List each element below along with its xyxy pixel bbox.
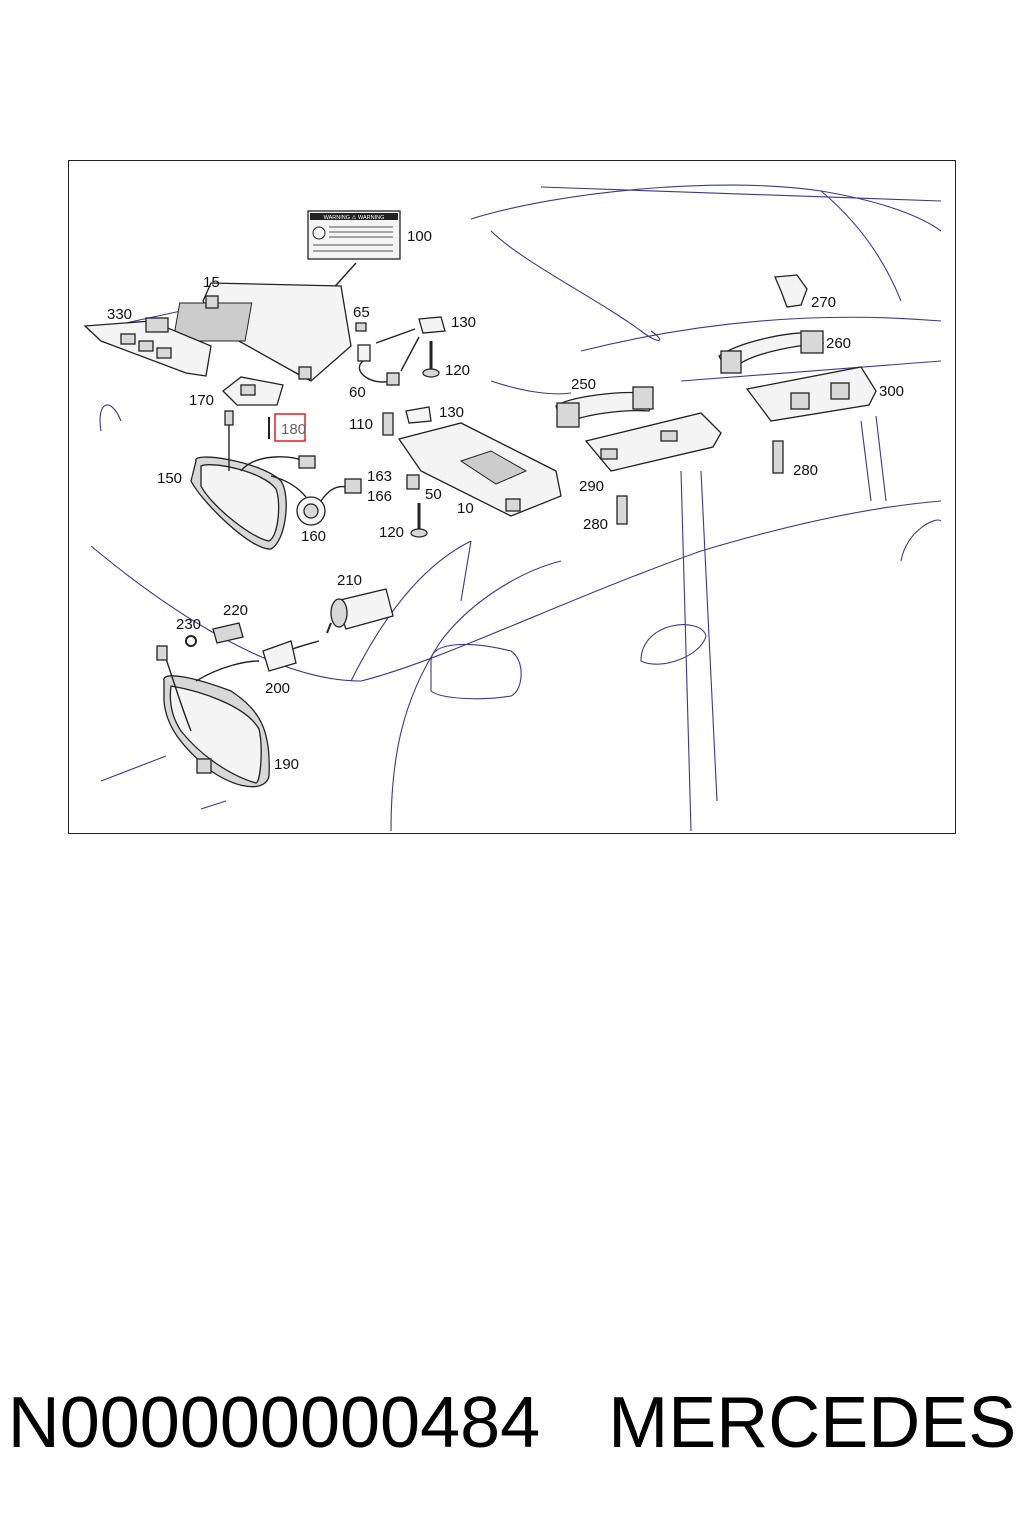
callout-180: 180 [281,421,306,438]
part-160-sensor [270,475,362,526]
callout-120a: 120 [445,362,470,379]
callout-260: 260 [826,335,851,352]
part-290-handle-bracket [584,412,722,472]
callout-250: 250 [571,376,596,393]
callout-200: 200 [265,680,290,697]
part-190-rearview-mirror [156,645,270,788]
callout-220: 220 [223,602,248,619]
callout-210: 210 [337,572,362,589]
part-270-clip [774,274,808,308]
parts-diagram-frame: WARNING ⚠ WARNING [68,160,956,834]
callout-230: 230 [176,616,201,633]
part-260-grab-handle [718,330,825,374]
part-15-sun-visor-left [172,282,352,382]
callout-130b: 130 [439,404,464,421]
part-number-text: N000000000484 [7,1383,541,1463]
part-250-grab-handle [555,386,654,428]
footer-caption: N000000000484 MERCEDES [0,1378,1024,1468]
callout-150: 150 [157,470,182,487]
callout-163: 163 [367,468,392,485]
callout-10: 10 [457,500,474,517]
part-110-50-120-130-hardware [382,406,432,538]
callout-280a: 280 [793,462,818,479]
callout-15: 15 [203,274,220,291]
car-body-outline [88,184,942,832]
part-10-sun-visor-right [397,422,562,517]
parts-diagram: WARNING ⚠ WARNING [83,184,942,832]
callout-labels: 100 15 65 130 120 330 60 170 180 110 130… [107,228,904,773]
highlight-box-180 [274,413,306,442]
part-60-65-130-120-group [355,316,446,386]
callout-300: 300 [879,383,904,400]
callout-110: 110 [349,416,373,433]
part-180-screw [268,413,306,442]
part-170-mirror-bracket [222,376,284,406]
part-150-rearview-mirror [190,410,316,550]
callout-290: 290 [579,478,604,495]
part-330-overhead-console [83,317,212,377]
callout-120b: 120 [379,524,404,541]
callout-60: 60 [349,384,366,401]
part-280-bolts [616,440,784,525]
callout-130a: 130 [451,314,476,331]
callout-190: 190 [274,756,299,773]
callout-170: 170 [189,392,214,409]
part-220-230-hardware [185,622,244,647]
callout-160: 160 [301,528,326,545]
callout-166: 166 [367,488,392,505]
part-210-adhesive [262,588,394,672]
callout-280b: 280 [583,516,608,533]
warning-label-text: WARNING ⚠ WARNING [324,214,385,221]
callout-100: 100 [407,228,432,245]
part-100-warning-label: WARNING ⚠ WARNING [306,210,401,317]
callout-330: 330 [107,306,132,323]
brand-text: MERCEDES [608,1383,1017,1463]
part-300-handle-bracket [745,366,877,422]
callout-50: 50 [425,486,442,503]
callout-270: 270 [811,294,836,311]
callout-65: 65 [353,304,370,321]
